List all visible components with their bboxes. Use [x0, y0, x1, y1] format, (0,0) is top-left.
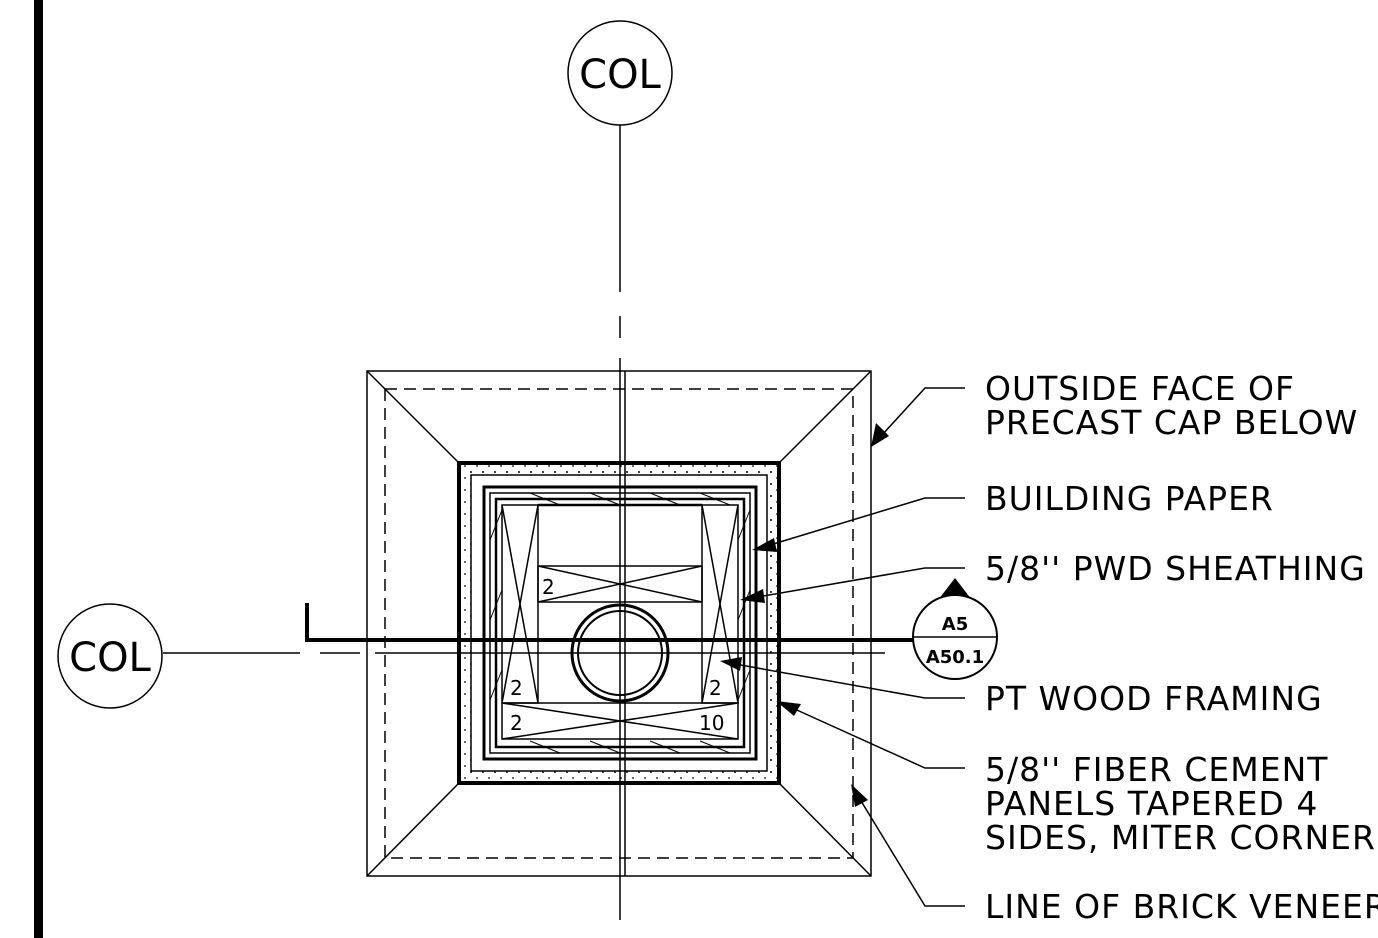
leader-arrowheads	[720, 423, 889, 807]
callout-precast-cap: OUTSIDE FACE OF PRECAST CAP BELOW	[985, 369, 1358, 442]
column-bubble-top	[567, 20, 673, 126]
column-bubble-top-label: COL	[579, 52, 661, 98]
framing-number: 2	[510, 711, 523, 735]
fiber-cement-outline	[457, 461, 781, 785]
section-cut-line	[305, 603, 918, 642]
section-sheet-number: A50.1	[926, 647, 984, 668]
column-bubble-left-label: COL	[69, 635, 151, 681]
callout-building-paper: BUILDING PAPER	[985, 479, 1274, 518]
framing-number: 10	[699, 711, 724, 735]
precast-cap-outline	[366, 370, 872, 877]
sheathing-hatch	[489, 492, 751, 754]
leader-lines	[734, 387, 965, 907]
column-bubble-left	[57, 603, 163, 709]
callout-sheathing: 5/8'' PWD SHEATHING	[985, 549, 1366, 588]
fiber-cement-band	[459, 463, 779, 783]
section-marker: A5 A50.1	[912, 578, 998, 680]
callout-brick: LINE OF BRICK VENEER	[985, 887, 1378, 926]
framing-number: 2	[709, 676, 722, 700]
sheet-border-line	[34, 0, 43, 938]
callout-framing: PT WOOD FRAMING	[985, 679, 1323, 718]
section-detail-number: A5	[942, 614, 968, 635]
framing-number: 2	[510, 676, 523, 700]
callout-fiber-cement: 5/8'' FIBER CEMENT PANELS TAPERED 4 SIDE…	[985, 750, 1378, 857]
framing-number: 2	[542, 575, 555, 599]
